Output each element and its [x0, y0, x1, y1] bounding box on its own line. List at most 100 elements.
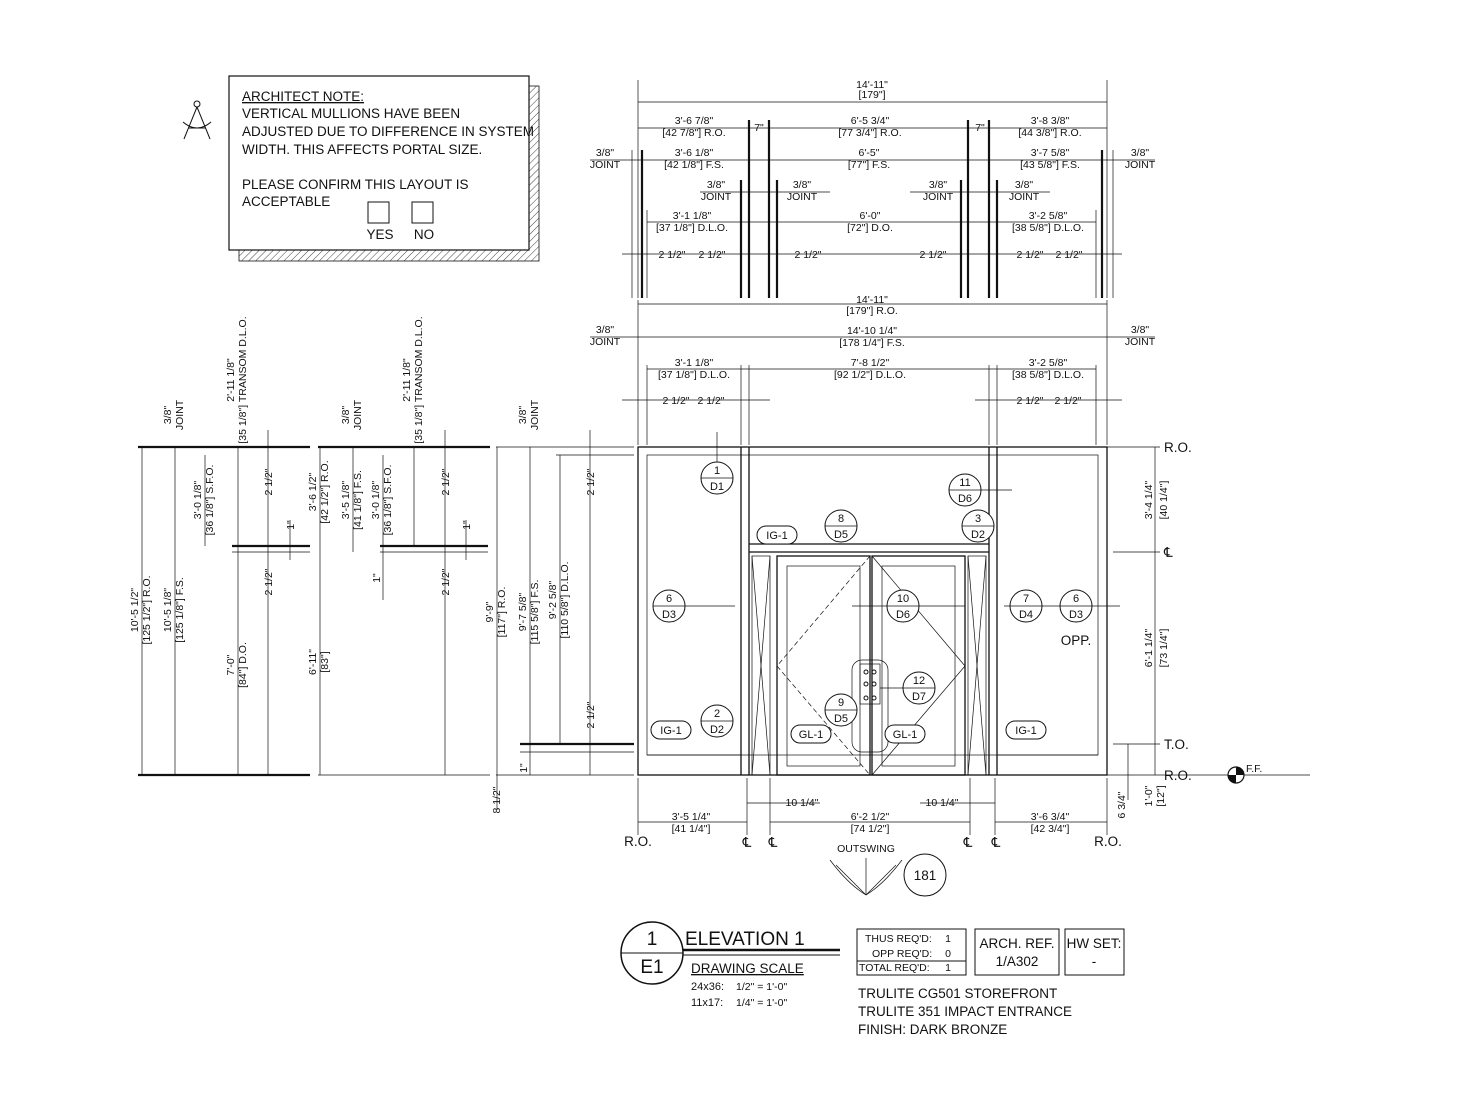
dim-top-left-dlo-in: [37 1/8"] D.L.O.: [656, 222, 728, 234]
dim-right-lower-in: [73 1/4"]: [1158, 629, 1170, 668]
dim-half-5: 2 1/2": [1016, 249, 1043, 261]
dim-center-fs: 6'-5": [859, 147, 880, 159]
svg-text:IG-1: IG-1: [766, 530, 787, 542]
svg-text:3: 3: [975, 513, 981, 525]
svg-text:6: 6: [666, 593, 672, 605]
arch-ref-label: ARCH. REF.: [979, 936, 1054, 951]
tag-9-d5[interactable]: 9 D5: [824, 693, 858, 727]
dim-left-overall-fs-in: [125 1/8"] F.S.: [174, 577, 186, 643]
dim-left-half-d: 2 1/2": [440, 568, 452, 595]
dim-floor-a: 6 3/4": [1116, 791, 1128, 818]
bottom-ro-right: R.O.: [1094, 834, 1122, 849]
svg-text:D2: D2: [971, 529, 985, 541]
dim-top-overall-in: [179"]: [858, 89, 885, 101]
dim-left-joint-3-lbl: JOINT: [529, 399, 541, 430]
svg-text:GL-1: GL-1: [799, 729, 823, 741]
dim-mid-half-1: 2 1/2": [662, 395, 689, 407]
tag-10-d6[interactable]: 10 D6: [886, 589, 920, 623]
req-this: THUS REQ'D:: [865, 933, 932, 945]
glass-tag-ig1-transom[interactable]: IG-1: [756, 525, 798, 545]
svg-text:GL-1: GL-1: [893, 729, 917, 741]
svg-text:D5: D5: [834, 529, 848, 541]
scale-24: 24x36:: [691, 981, 724, 993]
tag-6-d3-left[interactable]: 6 D3: [652, 589, 686, 623]
note-line-1: VERTICAL MULLIONS HAVE BEEN: [242, 106, 460, 121]
dim-mid-left-dlo: 3'-1 1/8": [675, 357, 714, 369]
svg-text:9: 9: [838, 697, 844, 709]
dim-center-fs-in: [77"] F.S.: [848, 159, 890, 171]
dim-right-upper: 3'-4 1/4": [1143, 481, 1155, 520]
dim-bottom-g1: 10 1/4": [786, 797, 819, 809]
glass-tag-gl1-right[interactable]: GL-1: [884, 724, 926, 744]
svg-text:D4: D4: [1019, 609, 1033, 621]
top-dimensions: 14'-11" [179"] 3'-6 7/8" [42 7/8"] R.O. …: [590, 79, 1156, 298]
dim-left-611-in: [83"]: [319, 651, 331, 672]
scale-11: 11x17:: [691, 997, 723, 1009]
tag-11-d6[interactable]: 11 D6: [948, 473, 1012, 507]
dim-left-one-b: 1": [371, 573, 383, 583]
svg-text:IG-1: IG-1: [660, 725, 681, 737]
dim-left-half-a: 2 1/2": [263, 468, 275, 495]
title-name: ELEVATION 1: [685, 929, 805, 950]
dim-mid-joint-r: 3/8": [1131, 324, 1150, 336]
spec-line-1: TRULITE CG501 STOREFRONT: [858, 986, 1057, 1001]
svg-text:D7: D7: [912, 691, 926, 703]
bottom-cl-2: ℄: [768, 835, 778, 850]
dim-mid-left-dlo-in: [37 1/8"] D.L.O.: [658, 369, 730, 381]
yes-checkbox[interactable]: [367, 201, 390, 224]
tag-6-d3-right[interactable]: 6 D3: [1059, 589, 1093, 623]
glass-tag-ig1-right[interactable]: IG-1: [1005, 720, 1047, 740]
tag-12-d7[interactable]: 12 D7: [880, 671, 936, 705]
tag-2-d2[interactable]: 2 D2: [700, 704, 734, 738]
dim-top-overall: 14'-11": [856, 79, 888, 91]
detail-tags: 1 D1 6 D3 2 D2 8 D5 10 D6: [650, 432, 1093, 744]
dim-left-611: 6'-11": [307, 649, 319, 675]
svg-text:10: 10: [897, 593, 909, 605]
dim-left-sfo1: 3'-0 1/8": [192, 481, 204, 520]
dim-joint-left: 3/8": [596, 147, 615, 159]
dim-right-ro-in: [44 3/8"] R.O.: [1018, 127, 1081, 139]
tag-3-d2[interactable]: 3 D2: [961, 509, 995, 543]
glass-tag-ig1-left[interactable]: IG-1: [650, 720, 692, 740]
tag-7-d4[interactable]: 7 D4: [1009, 589, 1043, 623]
dim-joint-b: 3/8": [793, 179, 812, 191]
no-checkbox[interactable]: [411, 201, 434, 224]
architect-note: ARCHITECT NOTE: VERTICAL MULLIONS HAVE B…: [182, 75, 540, 262]
svg-text:1: 1: [714, 465, 720, 477]
dim-right-lower: 6'-1 1/4": [1143, 629, 1155, 668]
dim-left-transom2-in: [35 1/8"] TRANSOM D.L.O.: [413, 316, 425, 443]
glass-tag-gl1-left[interactable]: GL-1: [790, 724, 832, 744]
tag-1-d1[interactable]: 1 D1: [700, 432, 734, 495]
dim-bottom-right: 3'-6 3/4": [1031, 811, 1070, 823]
dim-bottom-right-in: [42 3/4"]: [1031, 823, 1070, 835]
svg-text:D6: D6: [958, 493, 972, 505]
title-number: 1: [647, 929, 658, 950]
dim-left-one-a: 1": [285, 520, 297, 530]
dim-gap-7a: 7": [754, 122, 764, 134]
dim-mid-fs: 14'-10 1/4": [847, 325, 897, 337]
bottom-ro-left: R.O.: [624, 834, 652, 849]
svg-text:6: 6: [1073, 593, 1079, 605]
dim-bottom-center-in: [74 1/2"]: [851, 823, 890, 835]
dim-left-half-b: 2 1/2": [263, 568, 275, 595]
dim-left-transom2: 2'-11 1/8": [401, 358, 413, 402]
svg-text:181: 181: [914, 868, 937, 883]
req-this-value: 1: [945, 933, 951, 945]
dim-half-2: 2 1/2": [698, 249, 725, 261]
dim-mid-half-2: 2 1/2": [697, 395, 724, 407]
dim-left-ro2-in: [42 1/2"] R.O.: [319, 460, 331, 523]
dim-left-joint-2: 3/8": [340, 406, 352, 425]
dim-mid-joint-r-lbl: JOINT: [1125, 336, 1156, 348]
finish-floor-datum-icon: [1227, 766, 1245, 784]
dim-joint-left-lbl: JOINT: [590, 159, 621, 171]
dim-left-half-e: 2 1/2": [585, 468, 597, 495]
svg-text:11: 11: [959, 477, 970, 489]
dim-top-center-do: 6'-0": [860, 210, 881, 222]
door-number-tag[interactable]: 181: [903, 853, 947, 897]
dim-floor-b-in: [12"]: [1155, 785, 1167, 806]
dim-left-joint-3: 3/8": [517, 406, 529, 425]
dim-mid-center-dlo: 7'-8 1/2": [851, 357, 890, 369]
tag-8-d5[interactable]: 8 D5: [824, 509, 858, 543]
note-line-2: ADJUSTED DUE TO DIFFERENCE IN SYSTEM: [242, 124, 534, 139]
